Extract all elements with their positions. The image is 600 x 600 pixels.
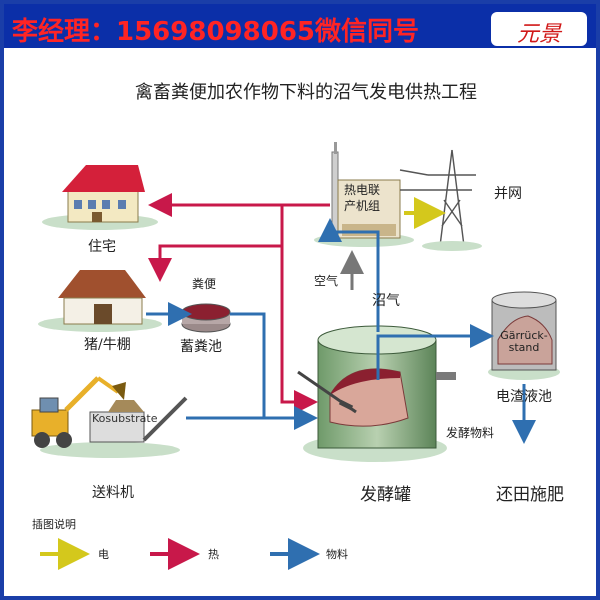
feeder-machine-icon bbox=[31, 376, 188, 458]
contact-banner: 李经理：15698098065微信同号 元景 bbox=[4, 4, 596, 48]
label-biogas: 沼气 bbox=[372, 293, 400, 309]
label-manure: 粪便 bbox=[192, 277, 217, 291]
label-air: 空气 bbox=[314, 274, 339, 288]
label-chp: 热电联产机组 bbox=[344, 183, 381, 213]
house-icon bbox=[42, 165, 158, 230]
label-residue-pool: 电渣液池 bbox=[496, 389, 552, 405]
diagram-title: 禽畜粪便加农作物下料的沼气发电供热工程 bbox=[135, 82, 477, 103]
heat-flow-arrows bbox=[148, 193, 330, 414]
label-residue-tank: Gärrück-stand bbox=[500, 329, 548, 354]
legend-heat-label: 热 bbox=[208, 548, 219, 561]
label-pool: 蓄粪池 bbox=[180, 339, 222, 355]
contact-text: 李经理：15698098065微信同号 bbox=[12, 17, 419, 47]
logo: 元景 bbox=[491, 12, 587, 47]
label-fertilizer: 还田施肥 bbox=[496, 485, 564, 505]
manure-pool-icon bbox=[181, 303, 231, 333]
legend-title: 插图说明 bbox=[32, 518, 76, 531]
barn-icon bbox=[38, 270, 162, 332]
legend-material-label: 物料 bbox=[326, 548, 348, 561]
label-cosubstrate: Kosubstrate bbox=[92, 412, 158, 425]
residue-tank-icon bbox=[488, 291, 560, 380]
label-house: 住宅 bbox=[88, 239, 116, 255]
label-digester: 发酵罐 bbox=[360, 485, 411, 505]
material-flow-arrows bbox=[146, 218, 536, 444]
label-grid: 并网 bbox=[494, 186, 522, 202]
label-barn: 猪/牛棚 bbox=[84, 337, 131, 353]
logo-text: 元景 bbox=[516, 22, 561, 47]
label-feeder: 送料机 bbox=[92, 485, 134, 501]
label-feed-material: 发酵物料 bbox=[446, 426, 495, 440]
power-pylon-icon bbox=[399, 149, 482, 251]
legend-electric-label: 电 bbox=[98, 548, 109, 561]
